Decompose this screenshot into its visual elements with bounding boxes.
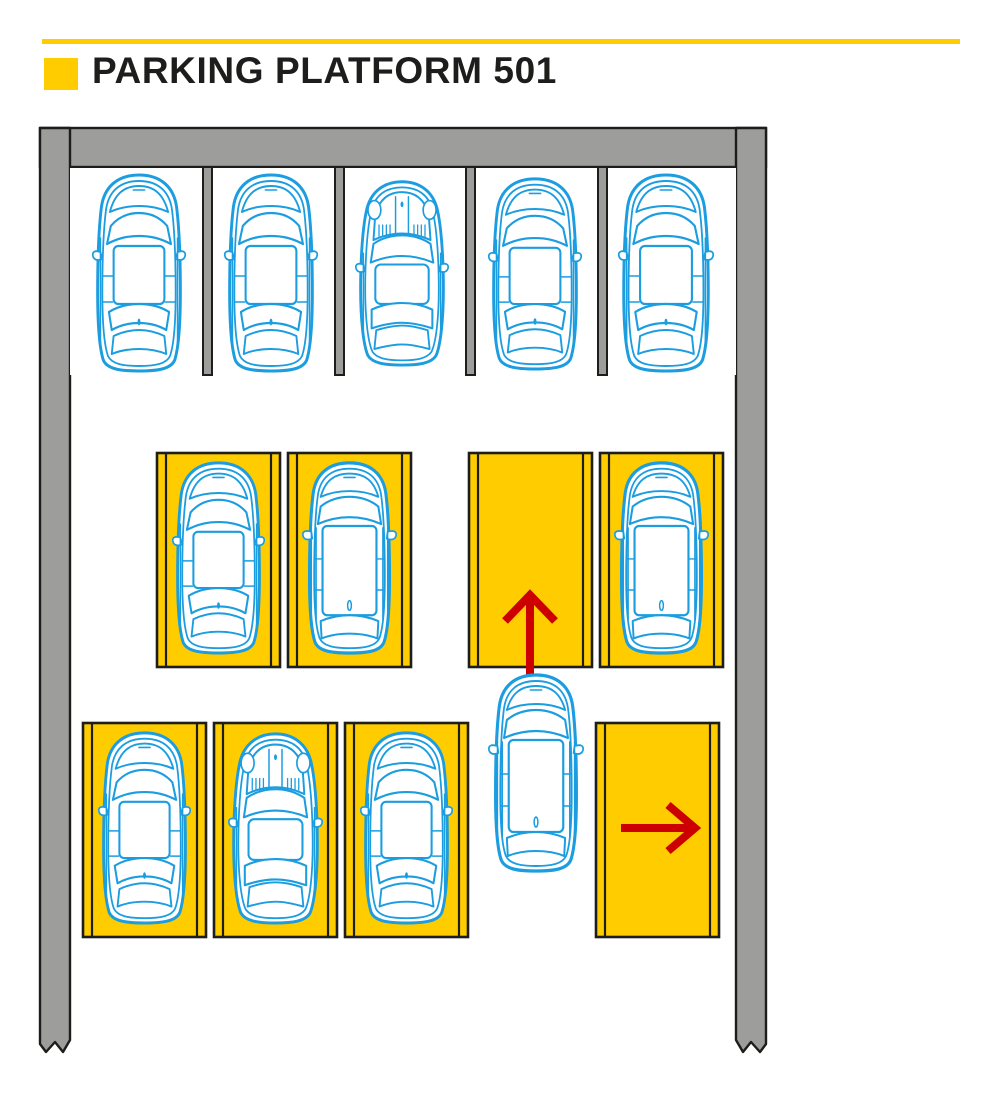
car-mid-2 xyxy=(301,461,398,655)
car-top-3 xyxy=(354,180,450,367)
row-top xyxy=(70,166,736,376)
car-bot-2 xyxy=(227,732,324,925)
stall-divider-3 xyxy=(465,166,476,376)
car-mid-1 xyxy=(171,461,266,655)
arrow-up-icon xyxy=(502,589,558,680)
car-top-1 xyxy=(91,173,187,373)
car-top-4 xyxy=(487,177,583,371)
platform-mid-4 xyxy=(598,451,725,669)
right-wall xyxy=(734,126,768,1054)
car-mid-4 xyxy=(613,461,710,655)
platform-mid-2 xyxy=(286,451,413,669)
stall-divider-2 xyxy=(334,166,345,376)
stall-divider-4 xyxy=(597,166,608,376)
left-wall xyxy=(38,126,72,1054)
car-top-5 xyxy=(617,173,715,373)
arrow-right-icon xyxy=(621,801,702,855)
row-middle xyxy=(155,451,725,680)
car-bot-3 xyxy=(359,731,454,925)
platform-bot-3 xyxy=(343,721,470,939)
platform-mid-1 xyxy=(155,451,282,669)
platform-bot-1 xyxy=(81,721,208,939)
platform-bot-2 xyxy=(212,721,339,939)
page-title: PARKING PLATFORM 501 xyxy=(92,50,557,91)
car-top-2 xyxy=(223,173,319,373)
car-bot-1 xyxy=(97,731,192,925)
header-rule xyxy=(42,39,960,44)
yellow-square-icon xyxy=(44,58,78,90)
row-bottom xyxy=(81,721,721,939)
aisle-car xyxy=(487,673,585,873)
top-wall xyxy=(38,126,768,169)
stall-divider-1 xyxy=(202,166,213,376)
